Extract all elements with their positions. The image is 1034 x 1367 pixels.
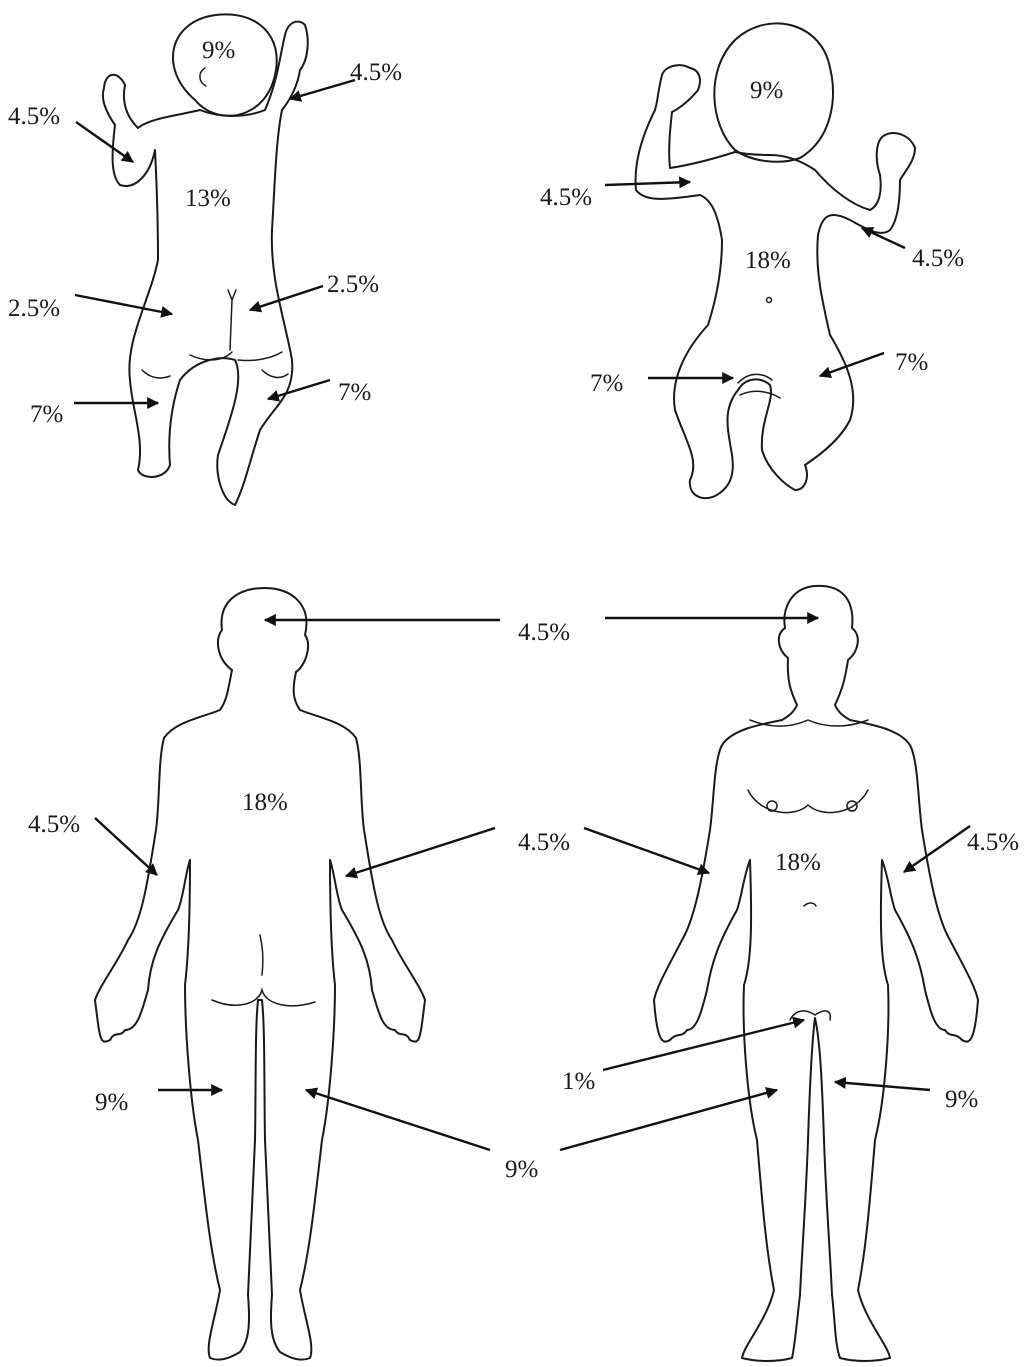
adult-shared-labels: 4.5% 4.5% 9%	[505, 619, 570, 1183]
infant-back-left-buttock-label: 2.5%	[8, 295, 60, 322]
adult-front-arrows	[560, 618, 970, 1150]
adult-front-labels: 18% 4.5% 1% 9%	[562, 829, 1019, 1113]
infant-back-labels: 9% 4.5% 4.5% 13% 2.5% 2.5% 7% 7%	[8, 37, 402, 428]
adult-inner-arm-label: 4.5%	[518, 829, 570, 856]
infant-front-head-label: 9%	[750, 77, 783, 104]
infant-back-arrows	[74, 80, 355, 403]
infant-front-arrows	[605, 182, 905, 378]
adult-back-left-arm-label: 4.5%	[28, 811, 80, 838]
adult-front-genitals-label: 1%	[562, 1068, 595, 1095]
infant-back-left-leg-label: 7%	[30, 401, 63, 428]
infant-back-right-arm-label: 4.5%	[350, 59, 402, 86]
infant-front-left-arm-label: 4.5%	[540, 184, 592, 211]
infant-front-left-leg-label: 7%	[590, 370, 623, 397]
infant-front-right-leg-label: 7%	[895, 349, 928, 376]
infant-front-right-arm-label: 4.5%	[912, 245, 964, 272]
adult-back-labels: 4.5% 18% 9%	[28, 789, 288, 1116]
infant-front-labels: 9% 4.5% 4.5% 18% 7% 7%	[540, 77, 964, 397]
infant-back-figure	[103, 14, 308, 505]
adult-front-figure	[654, 586, 978, 1361]
adult-leg-label: 9%	[505, 1156, 538, 1183]
adult-head-label: 4.5%	[518, 619, 570, 646]
adult-back-figure	[95, 588, 425, 1360]
adult-back-left-leg-label: 9%	[95, 1089, 128, 1116]
infant-front-trunk-label: 18%	[745, 247, 791, 274]
infant-back-left-arm-label: 4.5%	[8, 103, 60, 130]
adult-back-arrows	[95, 620, 500, 1150]
adult-front-trunk-label: 18%	[775, 849, 821, 876]
adult-front-right-arm-label: 4.5%	[967, 829, 1019, 856]
infant-back-head-label: 9%	[202, 37, 235, 64]
adult-front-right-leg-label: 9%	[945, 1086, 978, 1113]
adult-back-trunk-label: 18%	[242, 789, 288, 816]
infant-back-right-buttock-label: 2.5%	[327, 271, 379, 298]
infant-back-right-leg-label: 7%	[338, 379, 371, 406]
infant-back-trunk-label: 13%	[185, 185, 231, 212]
